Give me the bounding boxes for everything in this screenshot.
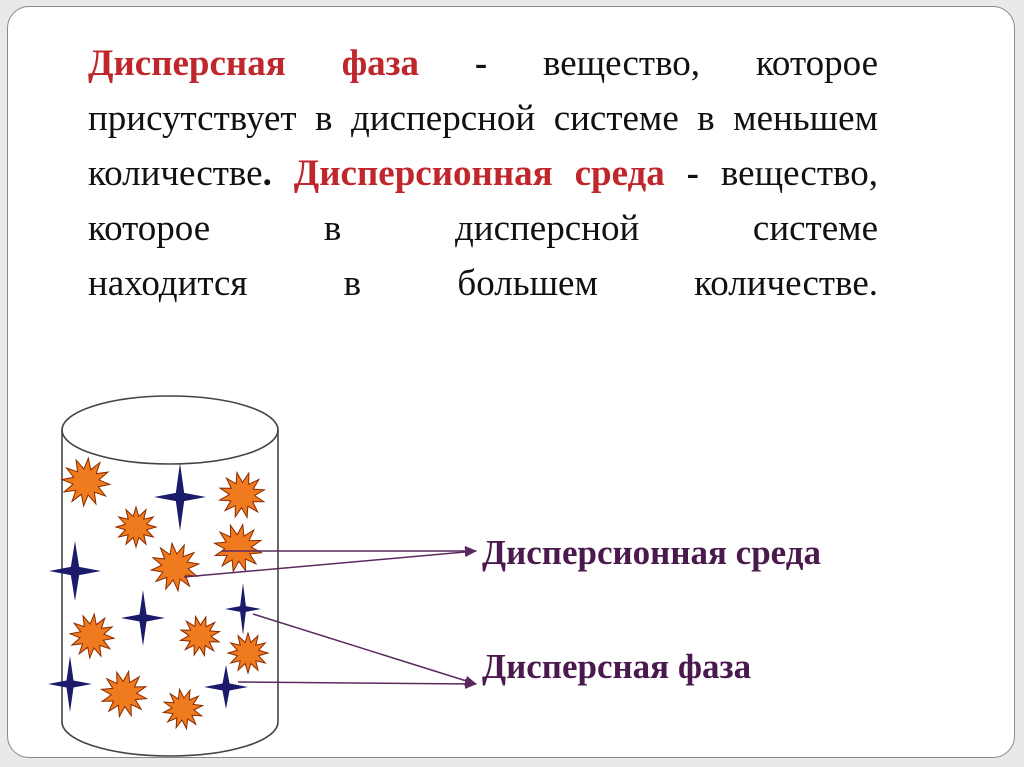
arrow-phase-from-star	[253, 614, 476, 684]
orange-burst-icon	[116, 507, 156, 547]
navy-four-point-star-icon	[49, 541, 101, 601]
orange-burst-icon	[70, 614, 114, 658]
arrows	[184, 551, 476, 684]
label-dispersion-medium: Дисперсионная среда	[482, 533, 821, 573]
navy-four-point-star-icon	[225, 583, 261, 635]
orange-burst-icon	[215, 525, 262, 572]
orange-burst-icon	[228, 633, 268, 673]
orange-burst-icon	[62, 458, 110, 506]
orange-burst-icon	[102, 672, 147, 717]
label-dispersed-phase: Дисперсная фаза	[482, 647, 751, 687]
particles	[48, 458, 268, 729]
navy-four-point-star-icon	[121, 590, 165, 646]
orange-burst-icon	[151, 543, 199, 591]
arrow-phase-from-star-lower	[238, 682, 476, 684]
navy-four-point-star-icon	[48, 656, 92, 712]
orange-burst-icon	[163, 689, 202, 728]
cylinder-bottom-rim	[62, 722, 278, 756]
orange-burst-icon	[181, 617, 220, 656]
navy-four-point-star-icon	[204, 665, 248, 709]
navy-four-point-star-icon	[154, 463, 206, 531]
orange-burst-icon	[220, 473, 265, 518]
cylinder-top-rim	[62, 396, 278, 464]
